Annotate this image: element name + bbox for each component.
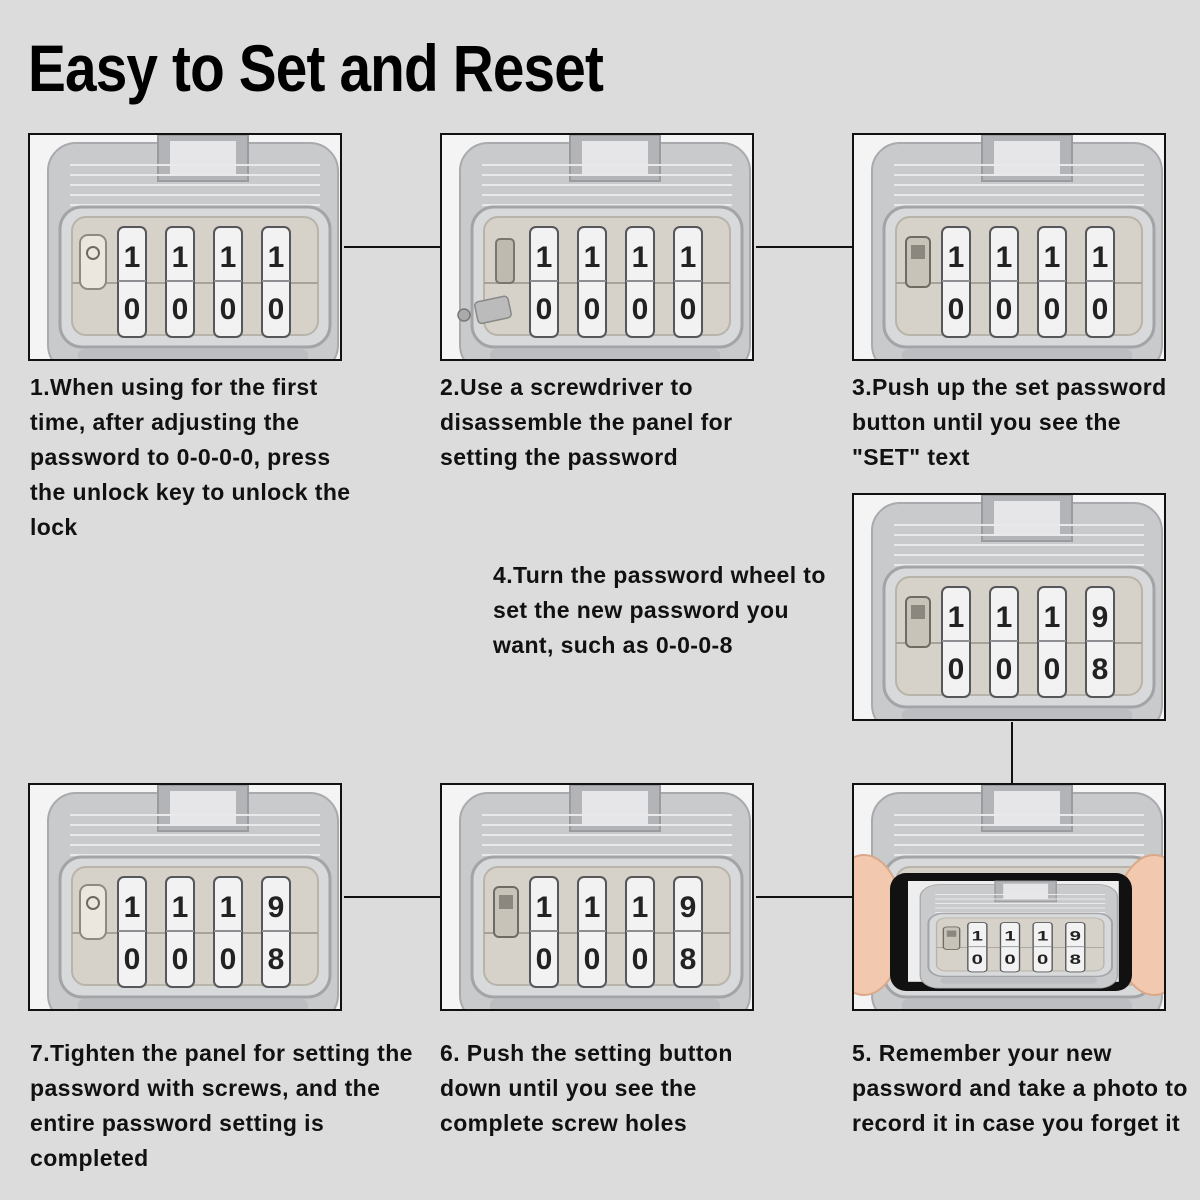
- svg-text:1: 1: [680, 241, 697, 274]
- connector-6-7: [344, 896, 442, 898]
- svg-text:1: 1: [172, 891, 189, 924]
- connector-5-6: [756, 896, 854, 898]
- svg-text:0: 0: [220, 293, 237, 326]
- svg-text:0: 0: [268, 293, 285, 326]
- svg-text:1: 1: [996, 241, 1013, 274]
- svg-text:0: 0: [1044, 653, 1061, 686]
- svg-text:0: 0: [1004, 951, 1015, 967]
- page-title: Easy to Set and Reset: [28, 31, 604, 105]
- connector-4-5: [1011, 722, 1013, 784]
- svg-text:1: 1: [948, 601, 965, 634]
- svg-text:1: 1: [1044, 241, 1061, 274]
- svg-text:1: 1: [1044, 601, 1061, 634]
- svg-text:0: 0: [632, 943, 649, 976]
- svg-text:0: 0: [584, 943, 601, 976]
- svg-text:0: 0: [1092, 293, 1109, 326]
- svg-text:0: 0: [996, 653, 1013, 686]
- svg-text:8: 8: [268, 943, 285, 976]
- svg-text:9: 9: [680, 891, 697, 924]
- svg-text:0: 0: [536, 293, 553, 326]
- connector-1-2: [344, 246, 442, 248]
- svg-text:0: 0: [536, 943, 553, 976]
- svg-text:1: 1: [1092, 241, 1109, 274]
- svg-text:9: 9: [1070, 928, 1081, 944]
- svg-text:1: 1: [268, 241, 285, 274]
- svg-text:0: 0: [996, 293, 1013, 326]
- svg-text:1: 1: [220, 241, 237, 274]
- svg-text:1: 1: [220, 891, 237, 924]
- svg-text:1: 1: [124, 891, 141, 924]
- svg-text:9: 9: [268, 891, 285, 924]
- svg-text:0: 0: [1044, 293, 1061, 326]
- svg-text:1: 1: [584, 241, 601, 274]
- svg-text:1: 1: [948, 241, 965, 274]
- svg-text:0: 0: [972, 951, 983, 967]
- svg-text:0: 0: [632, 293, 649, 326]
- svg-text:1: 1: [536, 241, 553, 274]
- step-5-caption: 5. Remember your new password and take a…: [852, 1040, 1188, 1136]
- svg-text:0: 0: [220, 943, 237, 976]
- svg-text:9: 9: [1092, 601, 1109, 634]
- svg-text:1: 1: [972, 928, 984, 944]
- svg-text:0: 0: [680, 293, 697, 326]
- svg-text:1: 1: [1037, 928, 1049, 944]
- svg-text:0: 0: [948, 293, 965, 326]
- connector-2-3: [756, 246, 854, 248]
- step-2-caption: 2.Use a screwdriver to disassemble the p…: [440, 374, 733, 470]
- step-3-caption: 3.Push up the set password button until …: [852, 374, 1167, 470]
- step-6-caption: 6. Push the setting button down until yo…: [440, 1040, 733, 1136]
- step-7-caption: 7.Tighten the panel for setting the pass…: [30, 1040, 413, 1171]
- svg-text:0: 0: [172, 293, 189, 326]
- svg-text:0: 0: [584, 293, 601, 326]
- svg-text:8: 8: [1092, 653, 1109, 686]
- step-1-caption: 1.When using for the first time, after a…: [30, 374, 351, 540]
- svg-text:1: 1: [584, 891, 601, 924]
- svg-text:8: 8: [680, 943, 697, 976]
- svg-text:0: 0: [948, 653, 965, 686]
- svg-text:1: 1: [172, 241, 189, 274]
- svg-text:1: 1: [124, 241, 141, 274]
- step-4-caption: 4.Turn the password wheel to set the new…: [493, 562, 826, 658]
- svg-text:0: 0: [124, 293, 141, 326]
- svg-text:1: 1: [536, 891, 553, 924]
- svg-text:0: 0: [124, 943, 141, 976]
- svg-text:0: 0: [172, 943, 189, 976]
- svg-text:1: 1: [996, 601, 1013, 634]
- svg-text:1: 1: [632, 241, 649, 274]
- svg-text:1: 1: [632, 891, 649, 924]
- svg-text:0: 0: [1037, 951, 1048, 967]
- svg-text:1: 1: [1004, 928, 1016, 944]
- svg-text:8: 8: [1070, 951, 1082, 967]
